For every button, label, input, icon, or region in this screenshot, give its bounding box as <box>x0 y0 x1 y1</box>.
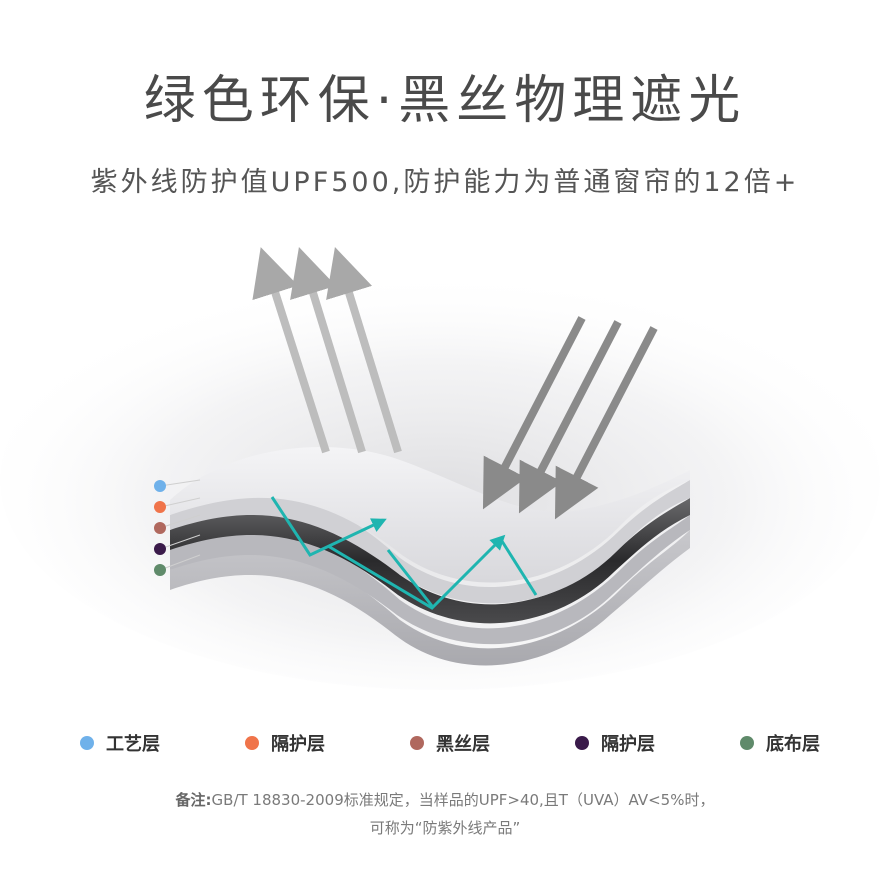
fabric-layers-diagram <box>0 247 880 690</box>
black-silk-layer-dot <box>154 522 166 534</box>
legend-item-black-silk: 黑丝层 <box>410 730 490 756</box>
reflected-arrow <box>252 247 330 454</box>
refraction-path-left <box>270 496 387 557</box>
legend-dot <box>245 736 259 750</box>
refraction-path-middle <box>327 534 506 610</box>
craft-layer <box>170 447 690 583</box>
layer-legend: 工艺层 隔护层 黑丝层 隔护层 底布层 <box>80 728 820 758</box>
legend-label: 隔护层 <box>271 734 325 755</box>
legend-label: 工艺层 <box>106 734 160 755</box>
note-label: 备注: <box>175 791 212 809</box>
legend-dot <box>410 736 424 750</box>
legend-dot <box>80 736 94 750</box>
base-layer-dot <box>154 564 166 576</box>
isolation-layer-dot <box>154 543 166 555</box>
reflected-arrow <box>326 247 402 454</box>
legend-dot <box>740 736 754 750</box>
page-title: 绿色环保·黑丝物理遮光 <box>143 71 747 131</box>
note-line-2: 可称为“防紫外线产品” <box>369 819 521 837</box>
note-text: GB/T 18830-2009标准规定，当样品的UPF>40,且T（UVA）AV… <box>211 791 715 809</box>
legend-label: 黑丝层 <box>436 734 490 755</box>
black-silk-layer <box>170 498 690 624</box>
refraction-path-right <box>498 537 538 596</box>
reflected-arrow <box>290 247 366 454</box>
legend-dot <box>575 736 589 750</box>
layer-dots <box>154 479 201 576</box>
isolation-layer-upper <box>170 480 690 604</box>
legend-label: 底布层 <box>766 734 820 755</box>
legend-item-isolation: 隔护层 <box>245 730 325 756</box>
refraction-path-entry <box>386 549 434 607</box>
base-fabric-layer <box>170 530 690 666</box>
isolation-layer-lower <box>170 515 690 645</box>
legend-item-craft: 工艺层 <box>80 730 160 756</box>
refraction-arrows <box>270 496 538 610</box>
note-line-1: 备注:GB/T 18830-2009标准规定，当样品的UPF>40,且T（UVA… <box>0 786 890 814</box>
legend-label: 隔护层 <box>601 734 655 755</box>
incoming-light-arrows <box>482 316 658 520</box>
incoming-arrow <box>518 320 622 514</box>
incoming-arrow <box>554 326 658 520</box>
craft-layer-dot <box>154 480 166 492</box>
isolation-layer-dot <box>154 501 166 513</box>
reflected-light-arrows <box>252 247 402 454</box>
legend-item-base: 底布层 <box>740 730 820 756</box>
incoming-arrow <box>482 316 586 510</box>
page-subtitle: 紫外线防护值UPF500,防护能力为普通窗帘的12倍+ <box>90 167 800 198</box>
legend-item-isolation-2: 隔护层 <box>575 730 655 756</box>
standard-note: 备注:GB/T 18830-2009标准规定，当样品的UPF>40,且T（UVA… <box>0 786 890 842</box>
